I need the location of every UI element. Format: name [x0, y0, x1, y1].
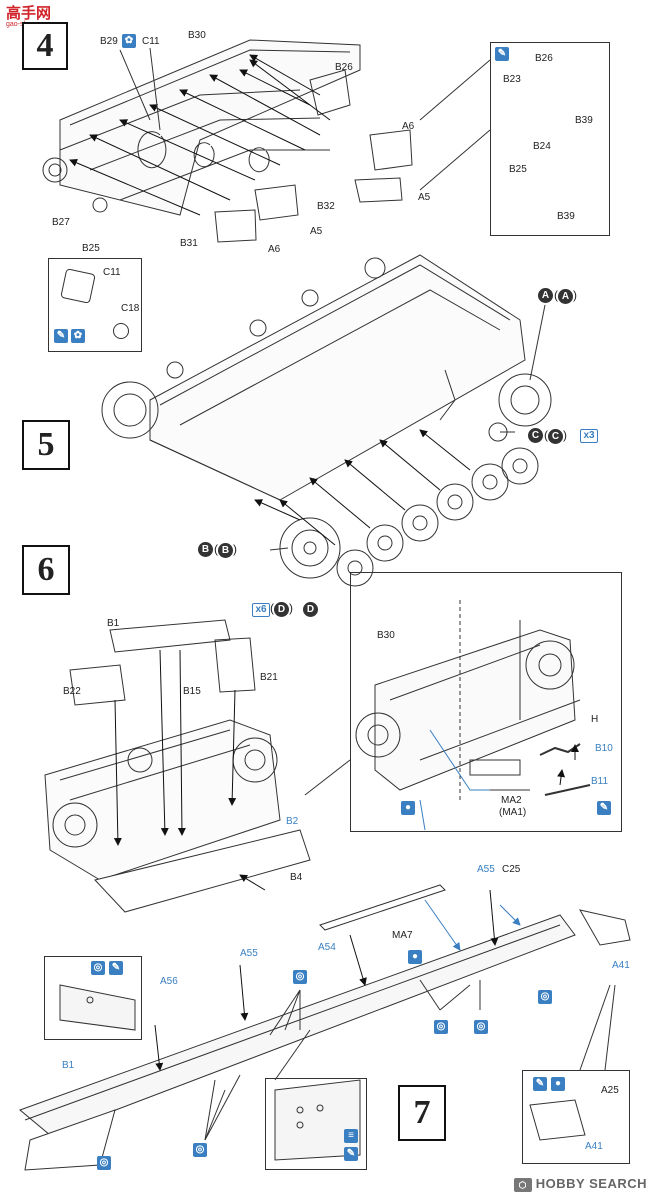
part-label-ma1: (MA1): [499, 807, 527, 818]
part-label-b26: B26: [335, 62, 353, 73]
detail-inset-a25-a41: ✎ ● A25 A41: [522, 1070, 630, 1164]
sprue-code-d-paren: D: [274, 602, 289, 617]
part-label-b23: B23: [503, 74, 521, 85]
sprue-code-d-alt: (D): [270, 601, 293, 617]
part-c11-shape: [60, 268, 96, 304]
cement-icon: ✿: [122, 34, 136, 48]
part-label-h: H: [591, 714, 599, 725]
drill-icon: ◎: [293, 970, 307, 984]
part-label-b2: B2: [286, 816, 299, 827]
part-label-a55: A55: [240, 948, 258, 959]
part-label-a25: A25: [601, 1085, 619, 1096]
sprue-code-c: C: [528, 428, 543, 443]
hobby-search-text: HOBBY SEARCH: [535, 1176, 647, 1191]
part-label-b26: B26: [535, 53, 553, 64]
step-6-box: 6: [22, 545, 70, 595]
sprue-code-c-paren: C: [548, 429, 563, 444]
paint-brush-icon: ✎: [344, 1147, 358, 1161]
part-label-b29: B29: [100, 36, 118, 47]
part-label-c11: C11: [103, 267, 121, 278]
sprue-code-a-paren: A: [558, 289, 573, 304]
sprue-code-b-paren: B: [218, 543, 233, 558]
paint-brush-icon: ✎: [495, 47, 509, 61]
part-label-c18: C18: [121, 303, 140, 314]
part-label-b30: B30: [377, 630, 395, 641]
hobby-search-watermark: ⬡HOBBY SEARCH: [513, 1176, 647, 1192]
part-label-b15: B15: [183, 686, 201, 697]
part-label-b10: B10: [595, 743, 613, 754]
detail-inset-step6: B30 H B10 B11 MA2 (MA1) ● ✎: [350, 572, 622, 832]
part-label-b32: B32: [317, 201, 335, 212]
quantity-badge-x6: x6: [252, 603, 270, 617]
part-label-c25: C25: [502, 864, 521, 875]
detail-inset-b23-b39: ✎ B26 B23 B39 B24 B25 B39: [490, 42, 610, 236]
site-logo: 高手网: [6, 5, 52, 22]
step-7-box: 7: [398, 1085, 446, 1141]
paint-brush-icon: ✎: [54, 329, 68, 343]
part-label-b31: B31: [180, 238, 198, 249]
part-label-b1: B1: [62, 1060, 75, 1071]
file-icon: ≡: [344, 1129, 358, 1143]
drill-icon: ◎: [97, 1156, 111, 1170]
step-4-box: 4: [22, 22, 68, 70]
part-label-a41: A41: [612, 960, 630, 971]
sprue-code-a: A: [538, 288, 553, 303]
sprue-code-c-alt: (C): [544, 428, 567, 444]
detail-inset-step7-left: ◎ ✎: [44, 956, 142, 1040]
sprue-code-b: B: [198, 542, 213, 557]
detail-inset-step7-center: ≡ ✎: [265, 1078, 367, 1170]
part-label-b25: B25: [509, 164, 527, 175]
paint-drop-icon: ●: [551, 1077, 565, 1091]
paint-brush-icon: ✎: [533, 1077, 547, 1091]
drill-icon: ◎: [434, 1020, 448, 1034]
cement-icon: ✿: [71, 329, 85, 343]
part-label-b11: B11: [591, 776, 609, 787]
step-5-box: 5: [22, 420, 70, 470]
part-label-ma7: MA7: [392, 930, 413, 941]
part-label-a5: A5: [418, 192, 431, 203]
part-label-b25: B25: [82, 243, 100, 254]
part-label-a5: A5: [310, 226, 323, 237]
part-label-b21: B21: [260, 672, 278, 683]
part-label-b39: B39: [575, 115, 593, 126]
detail-inset-c11-c18: C11 C18 ✎ ✿: [48, 258, 142, 352]
part-label-a54: A54: [318, 942, 336, 953]
drill-icon: ◎: [91, 961, 105, 975]
sprue-code-a-alt: (A): [554, 288, 577, 304]
part-label-b22: B22: [63, 686, 81, 697]
part-label-a41: A41: [585, 1141, 603, 1152]
sprue-code-d: D: [303, 602, 318, 617]
part-label-a6: A6: [268, 244, 281, 255]
part-label-b1: B1: [107, 618, 120, 629]
part-label-b27: B27: [52, 217, 70, 228]
paint-brush-icon: ✎: [597, 801, 611, 815]
part-label-b4: B4: [290, 872, 303, 883]
part-label-a55: A55: [477, 864, 495, 875]
part-label-ma2: MA2: [501, 795, 522, 806]
hobby-search-logo-icon: ⬡: [513, 1177, 532, 1192]
paint-drop-icon: ●: [401, 801, 415, 815]
drill-icon: ◎: [538, 990, 552, 1004]
part-label-a56: A56: [160, 976, 178, 987]
part-label-c11: C11: [142, 36, 160, 47]
part-label-a6: A6: [402, 121, 415, 132]
paint-brush-icon: ✎: [109, 961, 123, 975]
sprue-code-b-alt: (B): [214, 542, 237, 558]
part-label-b24: B24: [533, 141, 551, 152]
part-c18-shape: [113, 323, 129, 339]
drill-icon: ◎: [193, 1143, 207, 1157]
drill-icon: ◎: [474, 1020, 488, 1034]
part-label-b39: B39: [557, 211, 575, 222]
part-label-b30: B30: [188, 30, 206, 41]
quantity-badge-x3: x3: [580, 429, 598, 443]
paint-drop-icon: ●: [408, 950, 422, 964]
